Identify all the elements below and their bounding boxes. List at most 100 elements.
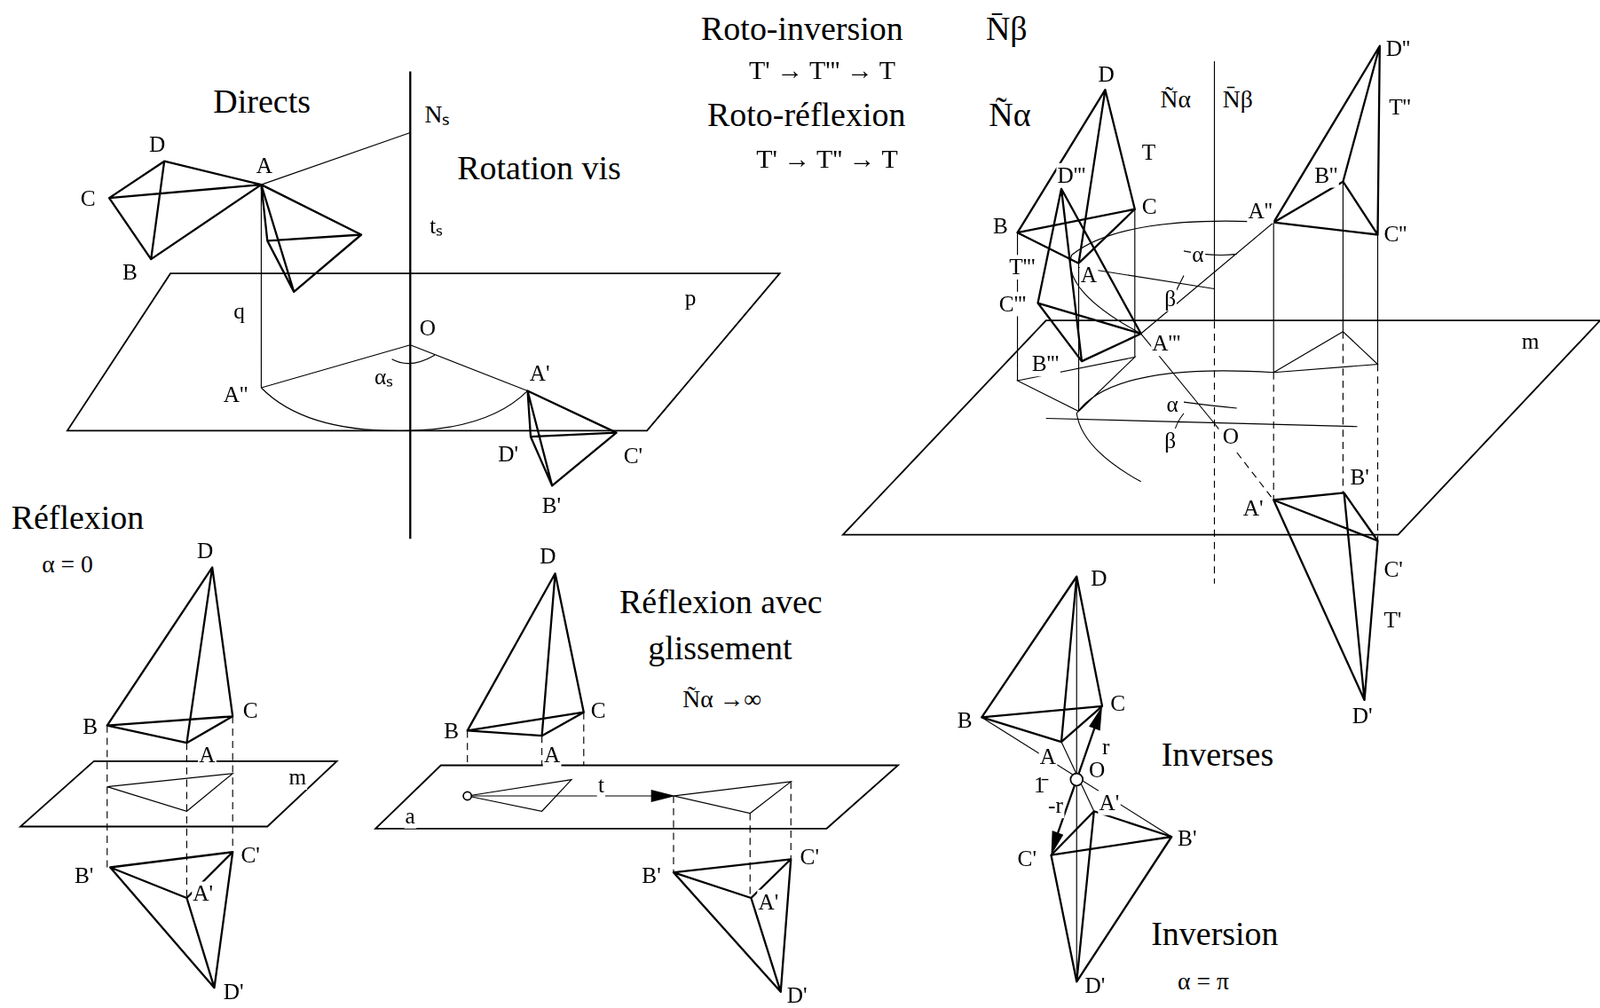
point-label: D''' — [1056, 163, 1087, 189]
point-label: D'' — [1385, 36, 1412, 62]
point-label: a — [403, 803, 417, 829]
tetrahedron — [1017, 89, 1135, 263]
point-label: B — [81, 714, 99, 740]
point-label: α — [1165, 393, 1180, 418]
point-label: D — [196, 538, 215, 564]
point-label: A'' — [222, 382, 250, 408]
point-label: O — [418, 315, 438, 341]
point-label: t — [597, 773, 606, 799]
point-label: D — [1089, 566, 1109, 592]
point-label: C — [590, 699, 607, 725]
point-label: N̄β — [1221, 85, 1254, 112]
point-label: A' — [191, 881, 214, 907]
heading: Inverses — [1160, 736, 1276, 774]
point-label: Ñα — [1158, 85, 1192, 112]
point-label: C''' — [998, 291, 1028, 317]
heading: Réflexion — [10, 498, 146, 536]
heading: Inversion — [1150, 914, 1280, 953]
arrowhead — [1051, 830, 1065, 856]
point-label: A' — [1097, 790, 1120, 816]
point-label: B — [956, 708, 974, 734]
point-label: Nₛ — [423, 101, 450, 128]
heading: Roto-réflexion — [706, 96, 907, 134]
arrowhead — [1088, 706, 1103, 732]
tetrahedron — [260, 184, 362, 292]
tetrahedron — [467, 573, 584, 736]
tetrahedron — [673, 859, 791, 992]
tetrahedron — [110, 851, 233, 988]
point-label: C' — [1016, 846, 1038, 872]
point-label: B' — [73, 863, 95, 889]
point-label: O — [1221, 424, 1241, 450]
plane-p — [67, 273, 781, 431]
point-label: A — [197, 742, 217, 768]
inversion-line — [981, 576, 1172, 983]
point-label: T' → T'' → T — [755, 145, 899, 175]
glide-plane — [375, 765, 899, 829]
point-label: A — [1039, 744, 1058, 770]
point-label: A — [543, 742, 562, 768]
point-label: T' → T''' → T — [748, 56, 897, 87]
tetrahedron — [1273, 492, 1378, 700]
point-label: D' — [786, 983, 809, 1008]
tetrahedron — [528, 390, 617, 486]
inversion-centre — [1070, 773, 1083, 787]
translation-vector — [467, 795, 663, 797]
point-label: A — [1079, 263, 1099, 289]
point-label: r — [1101, 734, 1112, 760]
point-label: B — [121, 260, 139, 285]
rotation-axis — [1213, 61, 1215, 322]
tetrahedron — [109, 161, 261, 260]
point-label: m — [287, 764, 308, 790]
point-label: C' — [622, 443, 645, 469]
tetrahedron — [981, 576, 1103, 742]
point-label: D' — [496, 441, 520, 467]
point-label: -r — [1047, 794, 1065, 820]
point-label: D — [538, 543, 558, 569]
plane-m — [843, 320, 1600, 535]
heading: Directs — [212, 83, 312, 121]
point-label: B' — [541, 493, 563, 519]
mirror-plane — [20, 761, 338, 828]
point-label: N̄β — [985, 9, 1029, 48]
point-label: D — [148, 132, 167, 158]
projection-line — [467, 712, 792, 899]
point-label: Ñα — [987, 96, 1033, 134]
point-label: D — [1096, 62, 1116, 87]
point-label: C'' — [1382, 222, 1408, 248]
point-label: tₛ — [428, 213, 444, 239]
point-label: C' — [239, 843, 261, 868]
point-label: B' — [640, 863, 663, 889]
point-label: q — [232, 299, 246, 324]
screw-axis — [409, 71, 411, 540]
heading: Roto-inversion — [700, 9, 905, 48]
point-label: α = 0 — [40, 551, 95, 578]
point-label: A'' — [1246, 198, 1274, 224]
point-label: A''' — [1150, 331, 1182, 357]
point-label: D' — [222, 979, 245, 1005]
point-label: A' — [756, 890, 780, 915]
tetrahedron — [107, 567, 233, 743]
point-label: B — [442, 719, 460, 745]
projection — [467, 780, 792, 814]
origin-dot — [463, 791, 472, 800]
point-label: m — [1521, 329, 1541, 355]
point-label: D' — [1083, 973, 1106, 999]
point-label: T''' — [1008, 254, 1036, 280]
point-label: T — [1141, 141, 1158, 166]
heading: Réflexion avec — [618, 583, 824, 622]
point-label: α — [1190, 243, 1206, 268]
point-label: C — [79, 186, 97, 212]
point-label: C — [242, 699, 260, 725]
point-label: α = π — [1176, 968, 1230, 995]
tetrahedron — [1051, 811, 1173, 982]
point-label: B' — [1176, 826, 1199, 852]
point-label: C — [1141, 195, 1159, 221]
point-label: αₛ — [373, 365, 395, 391]
arrowhead — [651, 789, 677, 803]
point-label: A — [255, 154, 275, 180]
point-label: T'' — [1387, 94, 1412, 120]
point-label: C — [1109, 692, 1127, 718]
hidden-line — [1214, 331, 1379, 542]
point-label: A' — [528, 361, 552, 387]
